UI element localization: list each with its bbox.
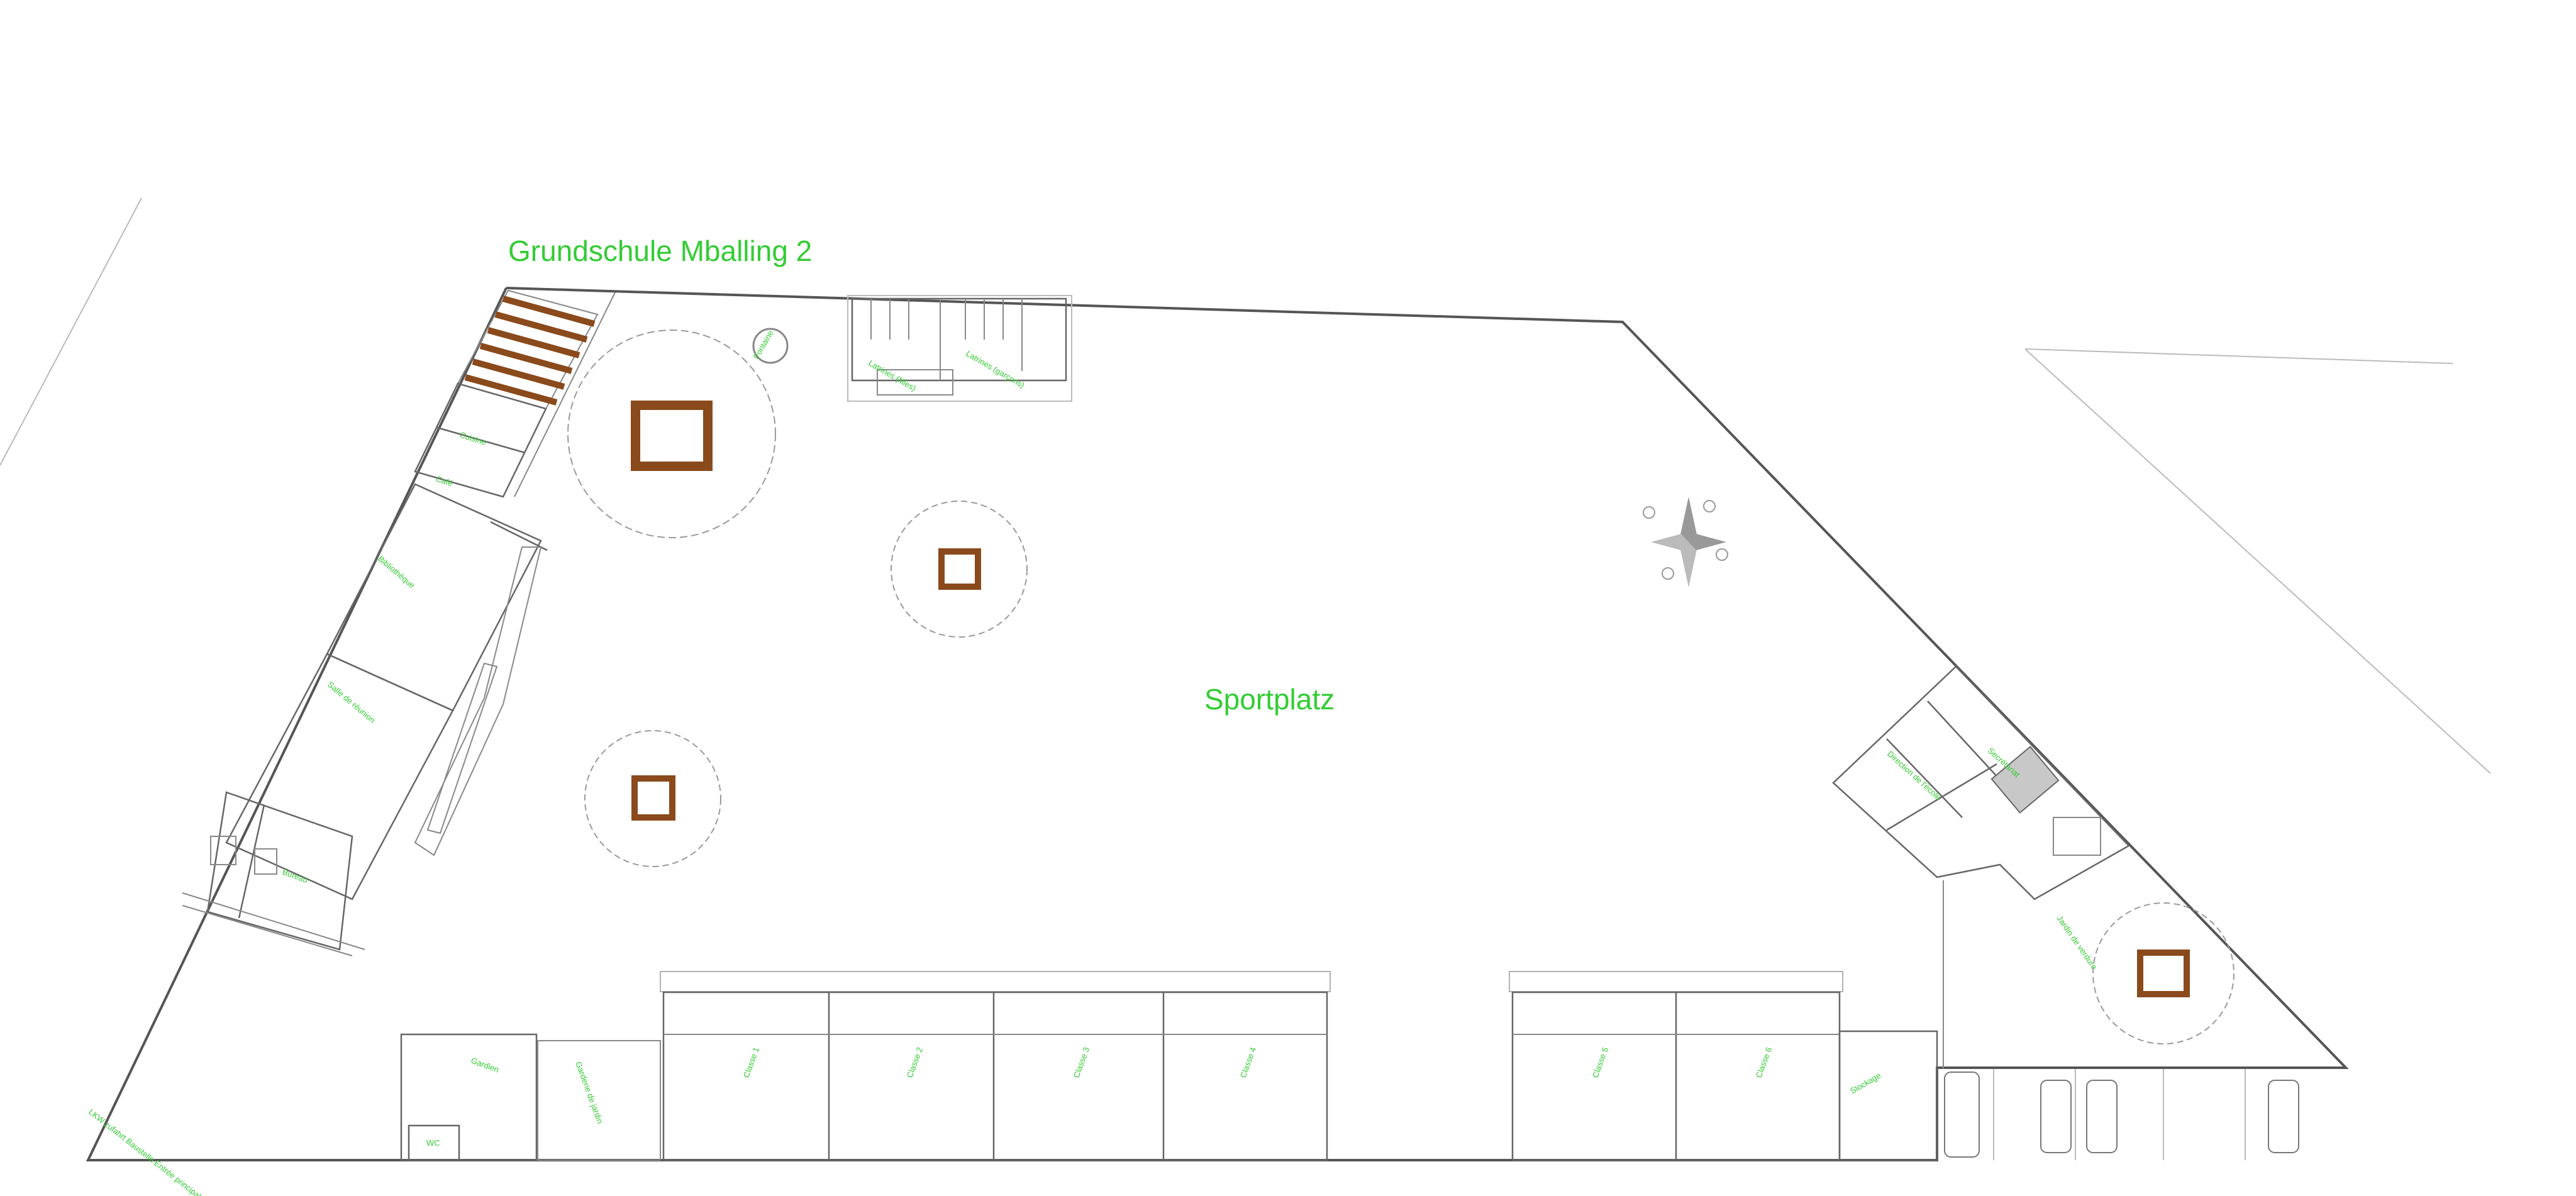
- stockage-label: Stockage: [1848, 1071, 1882, 1096]
- sportplatz-label: Sportplatz: [1204, 683, 1335, 716]
- tree-2: [891, 501, 1028, 638]
- tree-canopy-icon: [891, 501, 1028, 638]
- class-label: Classe 1: [741, 1046, 761, 1079]
- class-label: Classe 5: [1591, 1046, 1610, 1079]
- context-lines: [0, 197, 2491, 774]
- well-label: Fontaine: [752, 328, 775, 360]
- bibliotheque-label: Bibliothèque: [376, 554, 416, 590]
- tree-1: [567, 329, 776, 538]
- car-icon: [2268, 1080, 2299, 1153]
- car-icon: [2040, 1080, 2072, 1153]
- latrines-left-label: Latrines (filles): [867, 358, 918, 393]
- tree-canopy-icon: [567, 329, 776, 538]
- site-boundary: [86, 287, 2349, 1161]
- latrine-block: [847, 295, 1072, 402]
- class-label: Classe 3: [1072, 1046, 1091, 1079]
- car-icon: [2086, 1080, 2118, 1153]
- class-label: Classe 2: [905, 1046, 924, 1079]
- latrines-right-label: Latrines (garçons): [965, 349, 1026, 390]
- parking: [1944, 1069, 2299, 1160]
- jardin-label: Jardin de verdure: [2055, 914, 2099, 971]
- gardien-block: [400, 1033, 661, 1161]
- class-label: Classe 6: [1754, 1046, 1774, 1079]
- pergola-beams: [464, 296, 596, 406]
- wc-label: WC: [426, 1138, 440, 1148]
- tree-3: [584, 730, 721, 867]
- school-title: Grundschule Mballing 2: [508, 235, 812, 267]
- cuisine-label: Cuisine: [458, 430, 487, 448]
- direction-label: Direction de l'école: [1885, 749, 1943, 802]
- cafe-label: Café: [435, 474, 454, 489]
- class-block-left: [660, 971, 1331, 1161]
- class-block-right: [1509, 971, 1938, 1161]
- tree-canopy-icon: [2092, 902, 2235, 1044]
- salle-reunion-label: Salle de réunion: [326, 680, 377, 725]
- admin-building: [1832, 665, 2131, 1069]
- well-icon: [752, 328, 789, 364]
- gardien-label: Gardien: [470, 1056, 501, 1075]
- tree-4: [2092, 902, 2235, 1044]
- bureau-label: Bureau: [281, 867, 309, 885]
- entrance-label: LKW zufahrt Baustelle Entrée principale: [87, 1107, 206, 1196]
- car-icon: [1944, 1071, 1980, 1158]
- tree-canopy-icon: [584, 730, 721, 867]
- left-wing: [182, 289, 616, 956]
- class-label: Classe 4: [1238, 1046, 1258, 1079]
- compass-rose-icon: [1643, 497, 1728, 587]
- garderie-label: Garderie de jardin: [574, 1060, 605, 1125]
